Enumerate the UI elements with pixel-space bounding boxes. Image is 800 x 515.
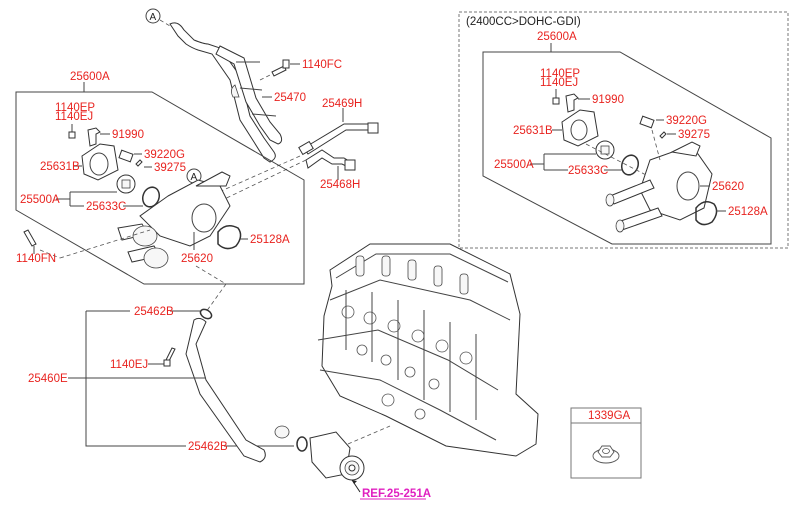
label-left-25631b: 25631B [40,161,80,173]
right-sensor-39220g[interactable]: 39220G [639,115,707,129]
hose-25468h[interactable]: 25468H [305,149,360,191]
variant-note: (2400CC>DOHC-GDI) [466,16,581,28]
label-right-1140ej: 1140EJ [540,77,578,89]
ref-25-251a[interactable]: REF.25-251A [362,488,431,500]
label-25462b-top: 25462B [134,306,174,318]
label-right-25620: 25620 [712,181,744,193]
left-bolt-1140fn[interactable]: 1140FN [16,229,61,265]
label-left-1140ej: 1140EJ [55,111,93,123]
oring-25462b-bottom[interactable] [296,436,308,452]
left-sensor-39220g[interactable]: 39220G [118,149,185,163]
pipe-25460e[interactable] [185,317,290,463]
right-gasket-25633c[interactable] [604,153,641,177]
right-assembly-frame: 25600A [482,31,772,245]
label-left-91990: 91990 [112,129,144,141]
left-housing-25620[interactable]: 25620 [117,171,231,269]
ref-25-251a-link[interactable]: REF.25-251A [351,479,431,500]
label-left-25633c: 25633C [86,201,126,213]
nut-icon [592,445,620,464]
label-right-1140ep: 1140EP [540,68,580,80]
callout-a-top-text: A [150,12,157,23]
bolt-1140fc[interactable]: 1140FC [259,59,342,81]
right-bracket-91990[interactable]: 91990 [565,93,624,113]
coolant-pipe-25470[interactable] [169,22,283,163]
right-clip-39275[interactable]: 39275 [659,129,710,141]
right-housing-25620[interactable]: 25620 [605,141,744,233]
variant-box: (2400CC>DOHC-GDI) [458,11,789,249]
label-25470: 25470 [274,92,306,104]
right-bolt-1140ep[interactable] [552,97,560,105]
label-1140ej-lower: 1140EJ [110,359,148,371]
water-pump[interactable] [309,431,365,481]
oring-25462b-top[interactable] [199,308,213,321]
callout-a-left-text: A [191,172,198,183]
label-left-39275: 39275 [154,162,186,174]
label-left-1140ep: 1140EP [55,102,95,114]
label-right-39275: 39275 [678,129,710,141]
label-left-25620: 25620 [181,253,213,265]
label-right-25600a: 25600A [537,31,577,43]
label-25468h: 25468H [320,179,360,191]
left-thermostat-25500a[interactable] [116,174,136,194]
label-25462b-bottom: 25462B [188,441,228,453]
hose-25469h[interactable]: 25469H [298,98,379,156]
left-gasket-25128a[interactable]: 25128A [217,225,290,250]
right-cover-25631b[interactable]: 25631B [513,109,599,147]
label-left-25128a: 25128A [250,234,290,246]
right-gasket-25128a[interactable]: 25128A [695,201,768,226]
label-right-25631b: 25631B [513,125,553,137]
label-25460e: 25460E [28,373,68,385]
label-right-91990: 91990 [592,94,624,106]
bolt-1140ej-lower[interactable] [163,347,176,367]
engine-block [317,243,539,457]
label-right-25500a: 25500A [494,159,534,171]
label-left-39220g: 39220G [144,149,185,161]
label-1140fc: 1140FC [302,59,342,71]
left-cover-25631b[interactable]: 25631B [40,143,119,181]
label-left-25500a: 25500A [20,194,60,206]
label-left-1140fn: 1140FN [16,253,56,265]
label-left-25600a: 25600A [70,71,110,83]
nut-box-1339ga[interactable]: 1339GA [570,407,642,479]
left-bracket-91990[interactable]: 91990 [87,127,144,147]
label-1339ga: 1339GA [588,410,631,422]
label-right-39220g: 39220G [666,115,707,127]
left-clip-39275[interactable]: 39275 [135,159,186,174]
label-right-25128a: 25128A [728,206,768,218]
label-25469h: 25469H [322,98,362,110]
left-bolt-1140ep[interactable] [68,131,76,139]
callout-a-top: A [145,8,171,27]
left-gasket-25633c[interactable] [123,185,162,209]
label-right-25633c: 25633C [568,165,608,177]
left-assembly-frame: 25600A [15,71,305,285]
right-thermostat-25500a[interactable] [595,140,615,160]
